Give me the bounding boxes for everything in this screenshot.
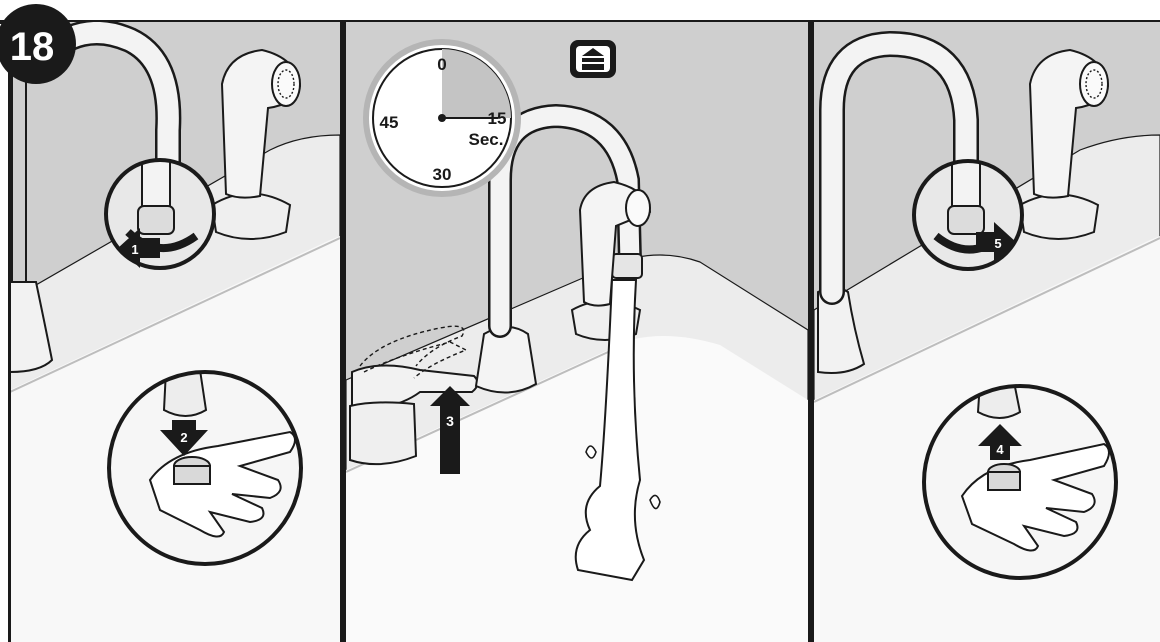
up-arrow-icon	[978, 424, 1022, 460]
lift-arrow-icon	[430, 386, 470, 474]
step-label-4: 4	[996, 442, 1004, 457]
timer-mark-30: 30	[433, 165, 452, 184]
timer-unit: Sec.	[469, 130, 504, 149]
dishwasher-icon	[570, 40, 616, 78]
rotate-arrow-icon	[976, 222, 1016, 262]
divider-left	[340, 22, 346, 642]
zoom-circle-aerator-in-hand: 2	[107, 370, 303, 566]
step-label-2: 2	[180, 430, 187, 445]
timer-mark-15: 15	[488, 109, 507, 128]
timer-gauge: 0 15 30 45 Sec.	[363, 39, 521, 197]
timer-mark-45: 45	[380, 113, 399, 132]
timer-mark-0: 0	[437, 55, 446, 74]
step-label-5: 5	[994, 236, 1001, 251]
zoom-circle-unscrew: 1	[104, 158, 216, 270]
elapsed-wedge	[442, 49, 511, 118]
zoom-circle-tighten: 5	[912, 159, 1024, 271]
zoom-circle-insert-aerator: 4	[922, 384, 1118, 580]
down-arrow-icon	[160, 420, 208, 456]
step-label-1: 1	[131, 242, 138, 257]
step-number: 18	[10, 25, 55, 69]
step-label-3: 3	[446, 413, 454, 429]
divider-right	[808, 22, 814, 642]
step-number-badge: 18	[0, 4, 76, 84]
rotate-arrow-icon	[118, 228, 160, 268]
